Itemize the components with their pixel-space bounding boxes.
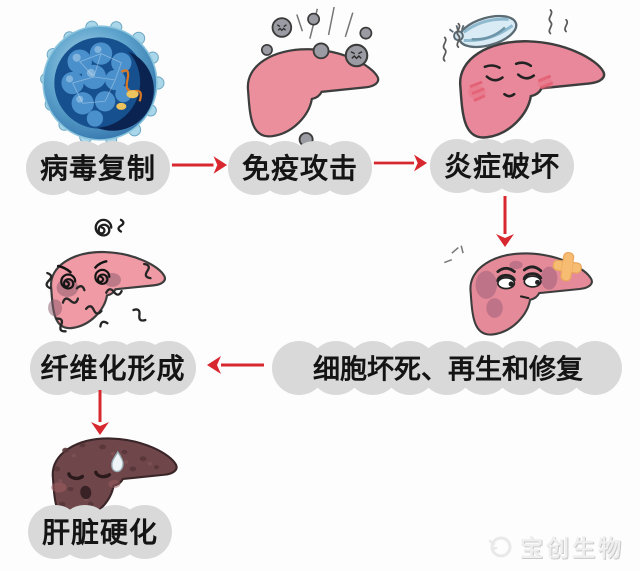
watermark: 宝创生物 (487, 529, 624, 563)
step-label-text: 炎症破坏 (443, 150, 560, 184)
sad-face (483, 61, 536, 98)
step-label-text: 免疫攻击 (241, 152, 358, 186)
step-label-text: 细胞坏死、再生和修复 (313, 354, 583, 386)
step-inflammation-damage (430, 8, 618, 154)
blush (108, 479, 121, 489)
bruise-patches (475, 260, 558, 318)
fibrotic-liver-illustration (45, 218, 167, 333)
virus-dna-strand (120, 69, 142, 102)
step-label-text: 肝脏硬化 (41, 516, 158, 550)
fibrous-strands (45, 262, 152, 333)
virus-sphere-highlights (65, 45, 102, 103)
label-cloud (430, 139, 484, 193)
feverish-liver-illustration (442, 9, 606, 139)
label-cloud (228, 141, 282, 195)
cirrhotic-liver-illustration (51, 437, 178, 523)
crack-marks (444, 245, 464, 264)
blush-smudge (537, 77, 554, 90)
sweat-drop (111, 450, 124, 473)
heat-squiggles (442, 9, 569, 62)
blush-smudge (468, 85, 486, 100)
open-frown-mouth (80, 485, 92, 500)
step-label-cell-necrosis-repair: 细胞坏死、再生和修复 (272, 341, 624, 395)
blush (51, 482, 67, 493)
step-fibrosis-formation (26, 214, 181, 346)
virus-core-crescent (96, 51, 154, 131)
label-cloud (272, 341, 326, 395)
virus-mesh-lines (72, 53, 122, 104)
step-label-cirrhosis: 肝脏硬化 (28, 505, 172, 559)
step-label-text: 病毒复制 (39, 152, 156, 186)
watermark-logo-icon (488, 536, 512, 558)
step-label-inflammation-damage: 炎症破坏 (430, 139, 574, 193)
virus-particles-gray (260, 12, 373, 147)
flow-arrow-down-2 (87, 388, 113, 436)
step-label-text: 纤维化形成 (40, 352, 186, 386)
cirrhosis-light-nodules (58, 452, 152, 501)
virus-core-proteins (116, 90, 139, 110)
dizzy-doodle (94, 218, 125, 237)
step-label-virus-replication: 病毒复制 (26, 141, 170, 195)
flow-arrow-down-1 (492, 194, 518, 248)
step-immune-attack (224, 2, 392, 156)
ice-pack (448, 14, 518, 49)
label-cloud (26, 141, 80, 195)
step-label-fibrosis-formation: 纤维化形成 (30, 341, 196, 395)
liver-under-attack-illustration (246, 6, 380, 147)
attack-speed-lines (296, 6, 354, 39)
flow-arrow-right-2 (372, 150, 428, 176)
spiral-eyes (56, 260, 111, 290)
bruised-liver-illustration (444, 245, 593, 336)
step-virus-replication (34, 16, 166, 152)
watermark-text: 宝创生物 (520, 536, 624, 562)
step-cirrhosis (28, 426, 186, 532)
label-cloud (28, 505, 82, 559)
sad-closed-eyes (67, 470, 112, 481)
step-cell-necrosis-repair (436, 240, 616, 352)
label-cloud (30, 341, 84, 395)
flow-arrow-right-1 (170, 152, 228, 178)
fever-blush-marks (469, 75, 553, 102)
hepatitis-virus-illustration (40, 20, 165, 145)
step-label-immune-attack: 免疫攻击 (228, 141, 372, 195)
annoyed-face (496, 265, 543, 300)
flow-arrow-left-1 (204, 352, 268, 378)
repair-cross (552, 251, 582, 282)
